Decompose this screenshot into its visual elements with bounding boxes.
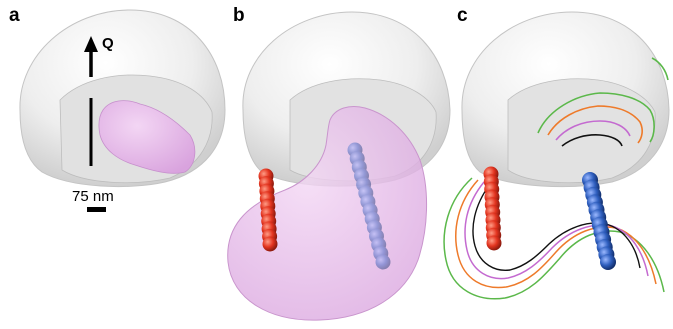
blue-chain-c bbox=[582, 172, 616, 270]
panel-b bbox=[228, 12, 450, 320]
scale-bar bbox=[87, 207, 106, 212]
blue-chain-b-bead bbox=[376, 255, 391, 270]
panel-c-letter: c bbox=[457, 6, 468, 25]
panel-a bbox=[20, 10, 225, 212]
panel-a-letter: a bbox=[9, 6, 20, 25]
red-chain-c-bead bbox=[487, 236, 502, 251]
red-chain-b-bead bbox=[263, 237, 278, 252]
blue-chain-c-bead bbox=[600, 254, 616, 270]
q-axis-label: Q bbox=[102, 36, 114, 51]
panel-c bbox=[444, 12, 669, 299]
scale-bar-label: 75 nm bbox=[72, 189, 114, 204]
panel-b-letter: b bbox=[233, 6, 245, 25]
